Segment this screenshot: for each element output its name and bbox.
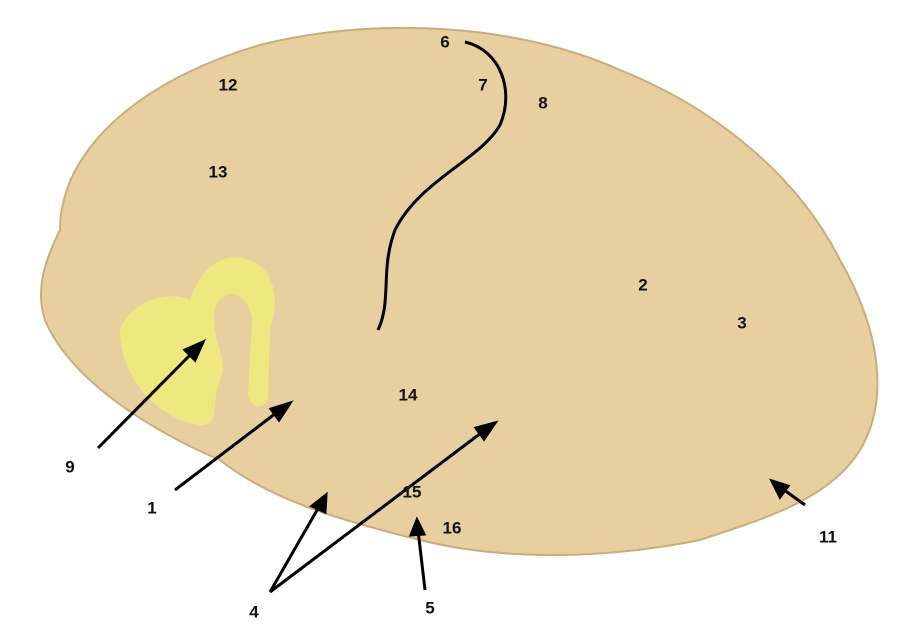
brain-body [39, 26, 879, 556]
label-4: 4 [249, 602, 259, 622]
label-14: 14 [398, 385, 418, 405]
label-3: 3 [737, 313, 747, 333]
label-15: 15 [402, 482, 422, 502]
highlighted-gyrus [120, 257, 275, 425]
central-sulcus-line [376, 40, 508, 331]
label-1: 1 [147, 498, 157, 518]
label-12: 12 [218, 75, 238, 95]
label-5: 5 [425, 598, 435, 618]
label-7: 7 [478, 75, 488, 95]
label-13: 13 [208, 162, 228, 182]
label-16: 16 [442, 518, 462, 538]
label-2: 2 [638, 275, 648, 295]
label-6: 6 [440, 32, 450, 52]
label-11: 11 [819, 527, 837, 547]
label-8: 8 [538, 93, 548, 113]
pointer-arrows [96, 339, 806, 594]
label-9: 9 [65, 457, 75, 477]
